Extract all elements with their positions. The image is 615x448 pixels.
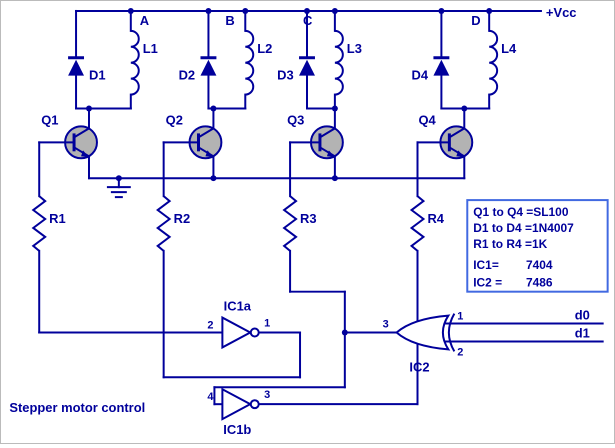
resistor-r4-label: R4 [427,211,444,226]
logic-wiring [38,290,419,406]
ic2-label: IC2 [409,359,429,374]
ground-symbol [106,177,131,199]
diode-d1 [68,9,85,110]
diode-d4-label: D4 [412,68,429,83]
ic1b-label: IC1b [223,422,251,437]
resistor-r1 [31,141,47,334]
ic1a-pin-in-label: 2 [207,320,213,332]
inductor-l4 [488,9,499,110]
xor-gate-ic2 [395,313,604,352]
ic2-pin-out-label: 3 [383,319,389,331]
transistor-q3 [289,107,344,180]
resistor-r2-label: R2 [174,211,191,226]
inductor-l3-label: L3 [347,41,362,56]
transistor-q4 [416,107,474,180]
signal-d1-label: d1 [575,325,590,340]
diode-d3 [299,9,315,110]
phase-a-label: A [140,13,149,28]
phase-d: D L4 D4 Q4 R4 [409,9,517,406]
transistor-q3-label: Q3 [287,112,304,127]
phase-c: C L3 D3 Q3 R3 [277,9,362,293]
diode-d4 [433,9,450,110]
vcc-label: +Vcc [546,5,577,20]
note-ic2-value: 7486 [526,276,553,290]
resistor-r3 [282,141,298,293]
notes-box: Q1 to Q4 =SL100 D1 to D4 =1N4007 R1 to R… [466,199,609,293]
note-line-3: R1 to R4 =1K [473,237,547,251]
ic1b-pin-in-label: 4 [207,391,214,403]
diode-d1-label: D1 [89,68,106,83]
resistor-r1-label: R1 [49,211,66,226]
inverter-ic1a [221,315,260,350]
transistor-q4-label: Q4 [418,112,436,127]
ic1a-pin-out-label: 1 [264,318,270,330]
phase-d-label: D [471,13,480,28]
signal-d0-label: d0 [575,308,590,323]
inverter-ic1b [221,387,260,421]
inductor-l2 [244,9,255,110]
note-line-2: D1 to D4 =1N4007 [473,221,574,235]
emitter-rail [87,175,466,182]
inductor-l4-label: L4 [501,41,517,56]
diode-d2 [200,9,217,110]
phase-b: B L2 D2 Q2 R2 [156,9,272,379]
note-ic1-label: IC1= [473,258,499,272]
transistor-q1-label: Q1 [41,112,58,127]
page-title: Stepper motor control [9,400,145,415]
inductor-l1 [129,9,140,110]
transistor-q2-label: Q2 [166,112,183,127]
inductor-l3 [333,9,344,110]
note-ic2-label: IC2 = [473,276,502,290]
inductor-l1-label: L1 [143,41,158,56]
inductor-l2-label: L2 [257,41,272,56]
ic2-pin-in-top-label: 1 [457,311,463,323]
ic1a-label: IC1a [224,299,252,314]
diode-d3-label: D3 [277,68,294,83]
transistor-q2 [162,107,223,180]
phase-c-label: C [303,13,312,28]
transistor-q1 [38,107,98,180]
ic2-pin-in-bottom-label: 2 [457,346,463,358]
resistor-r2 [156,141,172,379]
phase-b-label: B [225,13,234,28]
note-line-1: Q1 to Q4 =SL100 [473,205,569,219]
phase-a: A L1 D1 Q1 R1 [31,9,158,334]
resistor-r3-label: R3 [300,211,317,226]
note-ic1-value: 7404 [526,258,553,272]
ic1b-pin-out-label: 3 [264,389,270,401]
diode-d2-label: D2 [179,68,196,83]
